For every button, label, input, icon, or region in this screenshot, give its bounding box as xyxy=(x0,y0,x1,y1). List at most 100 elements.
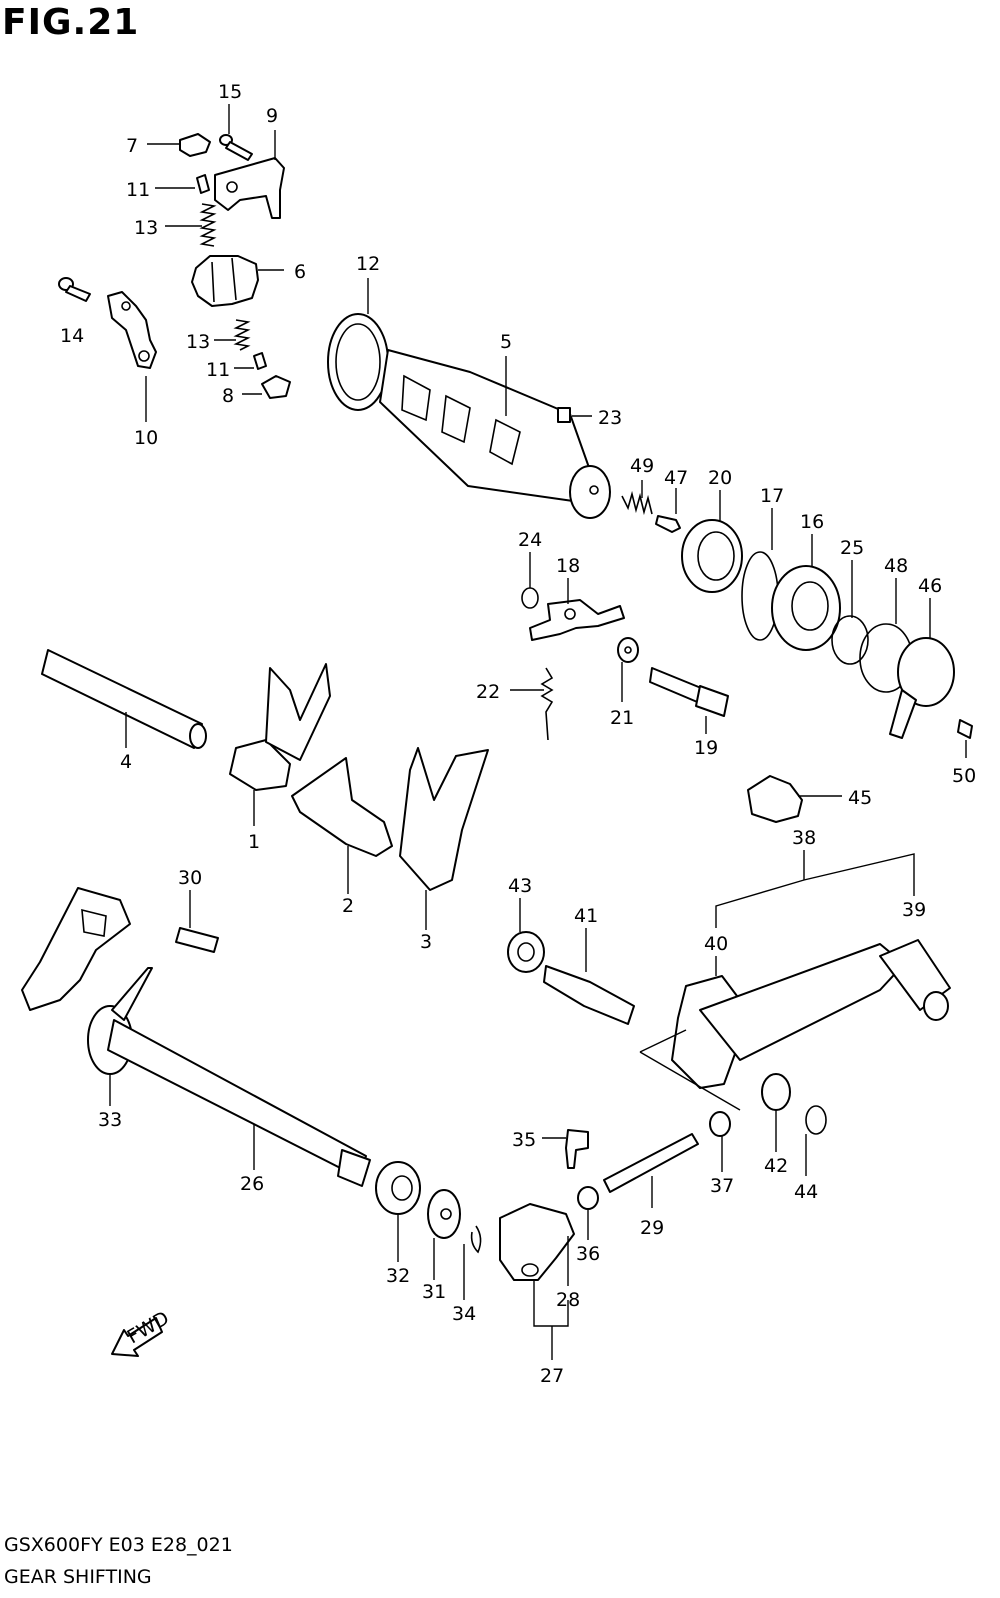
callout-13-upper: 13 xyxy=(134,217,158,239)
callout-40: 40 xyxy=(704,933,728,955)
callout-1: 1 xyxy=(248,831,260,853)
bolt-41 xyxy=(543,965,635,1025)
fwd-label: FWD xyxy=(124,1307,173,1348)
stopper-plate-10 xyxy=(107,291,157,369)
callout-39: 39 xyxy=(902,899,926,921)
callout-7: 7 xyxy=(126,135,138,157)
stopper-plate-9 xyxy=(214,157,285,219)
callout-43: 43 xyxy=(508,875,532,897)
callout-37: 37 xyxy=(710,1175,734,1197)
callout-32: 32 xyxy=(386,1265,410,1287)
callout-49: 49 xyxy=(630,455,654,477)
washer-21 xyxy=(617,637,639,663)
callout-12: 12 xyxy=(356,253,380,275)
callout-29: 29 xyxy=(640,1217,664,1239)
callout-48: 48 xyxy=(884,555,908,577)
nut-36 xyxy=(577,1186,599,1210)
callout-20: 20 xyxy=(708,467,732,489)
callout-11-lower: 11 xyxy=(206,359,230,381)
callout-22: 22 xyxy=(476,681,500,703)
gearshift-arm-28 xyxy=(499,1203,575,1281)
callout-8: 8 xyxy=(222,385,234,407)
callout-45: 45 xyxy=(848,787,872,809)
bolt-35 xyxy=(565,1129,589,1169)
spring-13-upper xyxy=(199,203,217,247)
callout-26: 26 xyxy=(240,1173,264,1195)
callout-31: 31 xyxy=(422,1281,446,1303)
callout-15: 15 xyxy=(218,81,242,103)
callout-42: 42 xyxy=(764,1155,788,1177)
section-name: GEAR SHIFTING xyxy=(4,1566,152,1588)
pin-23 xyxy=(557,407,571,423)
bolt-15 xyxy=(219,134,253,161)
nut-43 xyxy=(507,931,545,973)
circlip-24 xyxy=(521,587,539,609)
housing-46 xyxy=(889,637,955,739)
pin-11-upper xyxy=(196,174,210,194)
callout-18: 18 xyxy=(556,555,580,577)
callout-44: 44 xyxy=(794,1181,818,1203)
cam-stopper-6 xyxy=(191,255,259,307)
spring-22 xyxy=(540,667,554,741)
callout-11-upper: 11 xyxy=(126,179,150,201)
leader-lines xyxy=(109,104,967,1360)
bolt-14 xyxy=(58,277,91,302)
footpeg-39 xyxy=(879,939,951,1021)
callout-35: 35 xyxy=(512,1129,536,1151)
spring-49 xyxy=(621,490,653,516)
callout-38: 38 xyxy=(792,827,816,849)
shift-cam-plate-18 xyxy=(529,599,625,641)
shift-fork-1 xyxy=(229,663,331,791)
callout-9: 9 xyxy=(266,105,278,127)
oil-seal-32 xyxy=(375,1161,421,1215)
callout-5: 5 xyxy=(500,331,512,353)
callout-13-lower: 13 xyxy=(186,331,210,353)
rod-29 xyxy=(603,1133,699,1193)
figure-title: FIG.21 xyxy=(2,2,140,43)
forward-direction-arrow: FWD xyxy=(111,1307,173,1357)
spring-13-lower xyxy=(233,319,251,351)
bearing-ring-12 xyxy=(327,313,389,411)
circlip-34 xyxy=(470,1225,482,1254)
callout-28: 28 xyxy=(556,1289,580,1311)
gearshift-cam-5 xyxy=(379,349,611,519)
bolt-19 xyxy=(649,667,729,717)
callout-23: 23 xyxy=(598,407,622,429)
callout-19: 19 xyxy=(694,737,718,759)
callout-4: 4 xyxy=(120,751,132,773)
callout-50: 50 xyxy=(952,765,976,787)
bolt-30 xyxy=(175,927,219,953)
cam-guide-20 xyxy=(681,519,743,593)
model-code: GSX600FY E03 E28_021 xyxy=(4,1534,233,1556)
callout-16: 16 xyxy=(800,511,824,533)
callout-21: 21 xyxy=(610,707,634,729)
shift-fork-2 xyxy=(291,757,393,857)
callout-27: 27 xyxy=(540,1365,564,1387)
callout-10: 10 xyxy=(134,427,158,449)
pin-11-lower xyxy=(253,352,267,370)
nut-37 xyxy=(709,1111,731,1137)
cap-45 xyxy=(747,775,803,823)
callout-41: 41 xyxy=(574,905,598,927)
circlip-44 xyxy=(805,1105,827,1135)
gearshift-shaft-26 xyxy=(107,1019,371,1187)
callout-labels: 7 15 9 11 13 6 14 10 13 11 8 12 5 23 49 … xyxy=(60,81,976,1387)
callout-6: 6 xyxy=(294,261,306,283)
gearshift-lever-40 xyxy=(671,943,905,1089)
callout-17: 17 xyxy=(760,485,784,507)
callout-47: 47 xyxy=(664,467,688,489)
pin-47 xyxy=(655,515,681,533)
callout-34: 34 xyxy=(452,1303,476,1325)
callout-33: 33 xyxy=(98,1109,122,1131)
bolt-50 xyxy=(957,719,973,739)
callout-2: 2 xyxy=(342,895,354,917)
washer-42 xyxy=(761,1073,791,1111)
stopper-plate-cover-7 xyxy=(179,133,211,157)
callout-46: 46 xyxy=(918,575,942,597)
circlip-25 xyxy=(831,615,869,665)
callout-25: 25 xyxy=(840,537,864,559)
stopper-cam-8 xyxy=(261,375,291,399)
bearing-16 xyxy=(771,565,841,651)
callout-24: 24 xyxy=(518,529,542,551)
